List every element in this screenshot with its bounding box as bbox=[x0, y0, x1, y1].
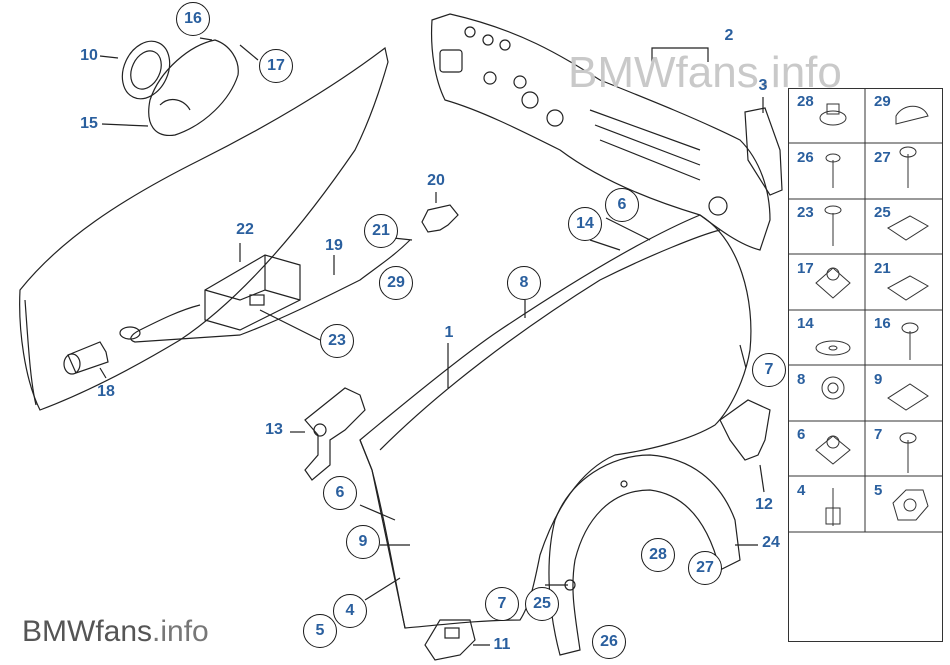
callout-number: 6 bbox=[617, 196, 627, 213]
callout-circle-8: 8 bbox=[507, 266, 541, 300]
bracket-13 bbox=[304, 387, 366, 481]
parts-table-label-16: 16 bbox=[874, 315, 891, 332]
callout-number: 17 bbox=[267, 57, 285, 74]
watermark-tld: .info bbox=[152, 615, 209, 648]
parts-table-label-21: 21 bbox=[874, 259, 891, 277]
callout-number: 29 bbox=[387, 274, 405, 291]
parts-table-label-26: 26 bbox=[797, 148, 814, 166]
wheel-arch-liner bbox=[548, 454, 741, 656]
reservoir bbox=[204, 254, 301, 331]
callout-number: 14 bbox=[576, 215, 594, 232]
callout-circle-6: 6 bbox=[605, 188, 639, 222]
callout-number: 27 bbox=[696, 559, 714, 576]
callout-label-19: 19 bbox=[325, 237, 343, 254]
callout-circle-21: 21 bbox=[364, 214, 398, 248]
callout-label-18: 18 bbox=[97, 383, 115, 400]
callout-label-15: 15 bbox=[80, 115, 98, 132]
hose bbox=[130, 239, 411, 343]
fender bbox=[359, 214, 752, 629]
callout-circle-7: 7 bbox=[752, 353, 786, 387]
callout-label-20: 20 bbox=[427, 172, 445, 189]
callout-circle-17: 17 bbox=[259, 49, 293, 83]
inner-structure bbox=[431, 13, 771, 251]
parts-table-label-8: 8 bbox=[797, 370, 806, 388]
part-11 bbox=[424, 619, 476, 661]
callout-circle-29: 29 bbox=[379, 266, 413, 300]
callout-label-10: 10 bbox=[80, 47, 98, 64]
callout-circle-9: 9 bbox=[346, 525, 380, 559]
callout-circle-27: 27 bbox=[688, 551, 722, 585]
bracket-3 bbox=[744, 107, 783, 196]
callout-label-12: 12 bbox=[755, 496, 773, 513]
callout-label-11: 11 bbox=[493, 636, 511, 653]
parts-table-label-4: 4 bbox=[797, 481, 806, 499]
parts-table-label-27: 27 bbox=[874, 148, 891, 166]
parts-table-label-28: 28 bbox=[797, 93, 814, 110]
parts-table-label-25: 25 bbox=[874, 204, 891, 221]
parts-table-grid bbox=[788, 88, 943, 533]
callout-number: 16 bbox=[184, 10, 202, 27]
callout-circle-16: 16 bbox=[176, 2, 210, 36]
callout-number: 8 bbox=[519, 274, 529, 291]
callout-circle-26: 26 bbox=[592, 625, 626, 659]
callout-label-3: 3 bbox=[758, 77, 768, 94]
fuel-flap bbox=[121, 40, 171, 100]
callout-circle-14: 14 bbox=[568, 207, 602, 241]
bracket-12 bbox=[719, 399, 771, 461]
parts-table-label-14: 14 bbox=[797, 315, 814, 332]
parts-table-label-29: 29 bbox=[874, 93, 891, 110]
callout-number: 7 bbox=[764, 361, 774, 378]
callout-number: 28 bbox=[649, 546, 667, 563]
callout-circle-25: 25 bbox=[525, 587, 559, 621]
callout-number: 5 bbox=[315, 622, 325, 639]
callout-circle-28: 28 bbox=[641, 538, 675, 572]
watermark-brand: BMWfans bbox=[22, 615, 153, 648]
parts-table: 28 29 26 27 23 25 17 21 14 16 8 9 6 7 4 5 bbox=[788, 88, 943, 642]
callout-number: 25 bbox=[533, 595, 551, 612]
callout-label-1: 1 bbox=[444, 324, 454, 341]
door-panel bbox=[19, 46, 389, 411]
parts-table-label-5: 5 bbox=[874, 481, 883, 499]
callout-circle-4: 4 bbox=[333, 594, 367, 628]
parts-table-label-6: 6 bbox=[797, 426, 806, 443]
callout-label-13: 13 bbox=[265, 421, 283, 438]
callout-circle-7: 7 bbox=[485, 587, 519, 621]
callout-number: 7 bbox=[497, 595, 507, 612]
callout-number: 9 bbox=[358, 533, 368, 550]
callout-label-24: 24 bbox=[762, 534, 780, 551]
parts-table-label-23: 23 bbox=[797, 204, 814, 221]
callout-number: 23 bbox=[328, 332, 346, 349]
callout-number: 21 bbox=[372, 222, 390, 239]
callout-label-22: 22 bbox=[236, 221, 254, 238]
parts-table-label-7: 7 bbox=[874, 426, 883, 443]
watermark-bottom: BMWfans.info bbox=[22, 615, 209, 649]
callout-circle-23: 23 bbox=[320, 324, 354, 358]
callout-number: 26 bbox=[600, 633, 618, 650]
callout-label-2: 2 bbox=[724, 27, 734, 44]
parts-table-label-9: 9 bbox=[874, 370, 883, 388]
callout-number: 4 bbox=[345, 602, 355, 619]
grommet bbox=[67, 341, 109, 374]
screw-20 bbox=[421, 204, 459, 233]
callout-circle-6: 6 bbox=[323, 476, 357, 510]
parts-table-label-17: 17 bbox=[797, 259, 814, 277]
fuel-filler-housing bbox=[148, 39, 239, 136]
callout-circle-5: 5 bbox=[303, 614, 337, 648]
callout-number: 6 bbox=[335, 484, 345, 501]
